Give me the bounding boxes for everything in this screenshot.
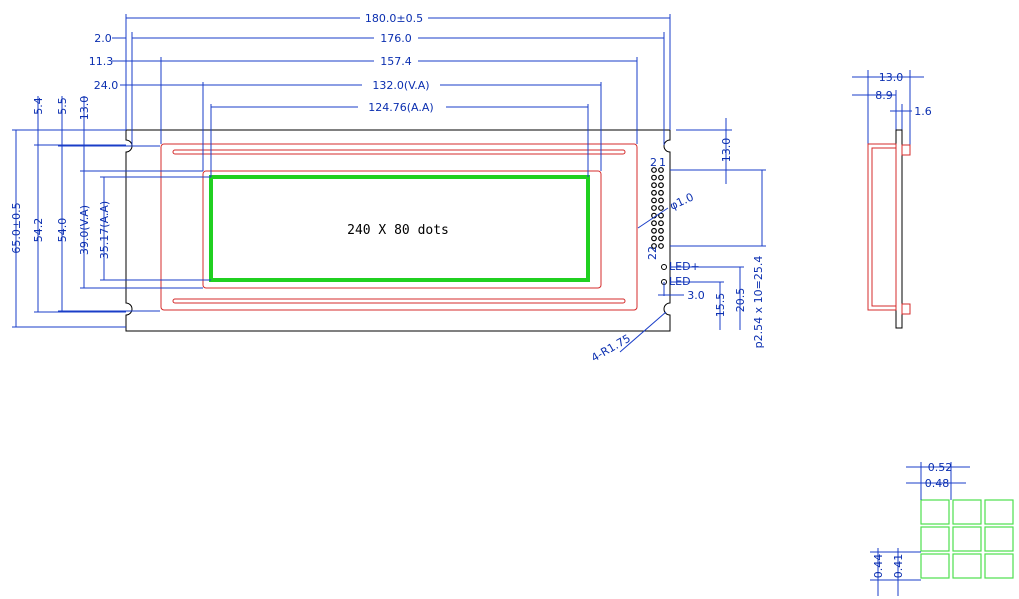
dim-side-pcb-thickness: 1.6 <box>914 105 932 118</box>
dim-bezel-height: 54.2 <box>32 218 45 243</box>
dim-dot-pitch-y: 0.44 <box>872 554 885 579</box>
pin-hole <box>651 243 657 249</box>
pin-hole <box>651 197 657 204</box>
dim-hole-pitch: 176.0 <box>380 32 412 45</box>
pin-hole <box>651 167 657 173</box>
dim-dot-height: 0.41 <box>892 554 905 579</box>
pixel-dot <box>952 526 982 552</box>
side-view: 13.0 8.9 1.6 <box>852 70 932 329</box>
dim-led-pin-spacing: 3.0 <box>687 289 705 302</box>
pixel-dot <box>952 553 982 579</box>
pin-hole <box>651 189 657 196</box>
pin-hole <box>658 243 664 249</box>
pin-hole <box>651 235 657 242</box>
dim-offset-5-5: 5.5 <box>56 97 69 115</box>
pixel-dot <box>984 553 1014 579</box>
pin-label-1: 1 <box>659 156 666 169</box>
dim-mount-holes: 4-R1.75 <box>589 332 633 365</box>
pin-hole <box>658 212 664 219</box>
dim-hole-offset: 2.0 <box>94 32 112 45</box>
dim-offset-5-4: 5.4 <box>32 97 45 115</box>
top-dimensions: 180.0±0.5 2.0 176.0 11.3 157.4 24.0 132.… <box>89 12 671 177</box>
pin-hole <box>651 220 657 227</box>
pin-label-22: 22 <box>646 246 659 260</box>
dim-view-area-offset: 24.0 <box>94 79 119 92</box>
pin-hole <box>658 189 664 196</box>
pin-hole <box>651 205 657 211</box>
pixel-detail-dimensions: 0.52 0.48 0.44 0.41 <box>870 461 970 596</box>
pixel-dot <box>984 499 1014 525</box>
pin-hole <box>658 227 664 234</box>
display-resolution-label: 240 X 80 dots <box>347 223 449 238</box>
pin-hole <box>651 182 657 189</box>
pin-hole <box>658 235 664 242</box>
dim-side-total-thickness: 13.0 <box>879 71 904 84</box>
led-plus-pin <box>661 264 667 270</box>
pin-hole <box>651 174 657 181</box>
bezel-top-strip <box>172 149 626 155</box>
pin-hole <box>658 182 664 189</box>
pin-hole <box>658 174 664 181</box>
pixel-dot <box>920 553 950 579</box>
dim-20-5: 20.5 <box>734 288 747 313</box>
dim-view-area-width: 132.0(V.A) <box>372 79 429 92</box>
dim-side-body-thickness: 8.9 <box>875 89 893 102</box>
view-area-frame <box>202 170 602 289</box>
dim-overall-height: 65.0±0.5 <box>10 202 23 253</box>
pin-hole <box>658 167 664 173</box>
dim-dot-pitch-x: 0.52 <box>928 461 953 474</box>
left-dimensions: 65.0±0.5 54.2 54.0 39.0(V.A) 35.17(A.A) … <box>10 96 211 328</box>
pixel-dot <box>952 499 982 525</box>
bezel-frame <box>160 143 638 311</box>
dim-bezel-width: 157.4 <box>380 55 412 68</box>
pin-hole <box>658 220 664 227</box>
dim-offset-13-0: 13.0 <box>78 96 91 121</box>
module-outline <box>125 129 671 332</box>
pixel-dot <box>984 526 1014 552</box>
pixel-detail-grid <box>920 499 1014 579</box>
dim-pin-hole: φ1.0 <box>668 190 696 212</box>
bezel-bottom-strip <box>172 298 626 304</box>
dim-view-area-height: 39.0(V.A) <box>78 205 91 255</box>
pin-label-2: 2 <box>650 156 657 169</box>
active-area <box>209 175 590 282</box>
dim-overall-width: 180.0±0.5 <box>365 12 423 25</box>
pin-header <box>651 167 664 249</box>
pin-hole <box>651 227 657 234</box>
dim-bezel-offset: 11.3 <box>89 55 114 68</box>
dim-15-5: 15.5 <box>714 293 727 318</box>
right-dimensions: 13.0 p2.54 x 10=25.4 15.5 20.5 3.0 4-R1.… <box>589 118 766 365</box>
dim-active-area-width: 124.76(A.A) <box>368 101 433 114</box>
dim-glass-height: 54.0 <box>56 218 69 243</box>
pin-hole <box>658 197 664 204</box>
dim-active-area-height: 35.17(A.A) <box>98 201 111 259</box>
dim-pin-top-offset: 13.0 <box>720 138 733 163</box>
pin-hole <box>658 205 664 211</box>
dim-dot-width: 0.48 <box>925 477 950 490</box>
pixel-dot <box>920 499 950 525</box>
dim-pin-pitch: p2.54 x 10=25.4 <box>752 256 765 349</box>
pixel-dot <box>920 526 950 552</box>
